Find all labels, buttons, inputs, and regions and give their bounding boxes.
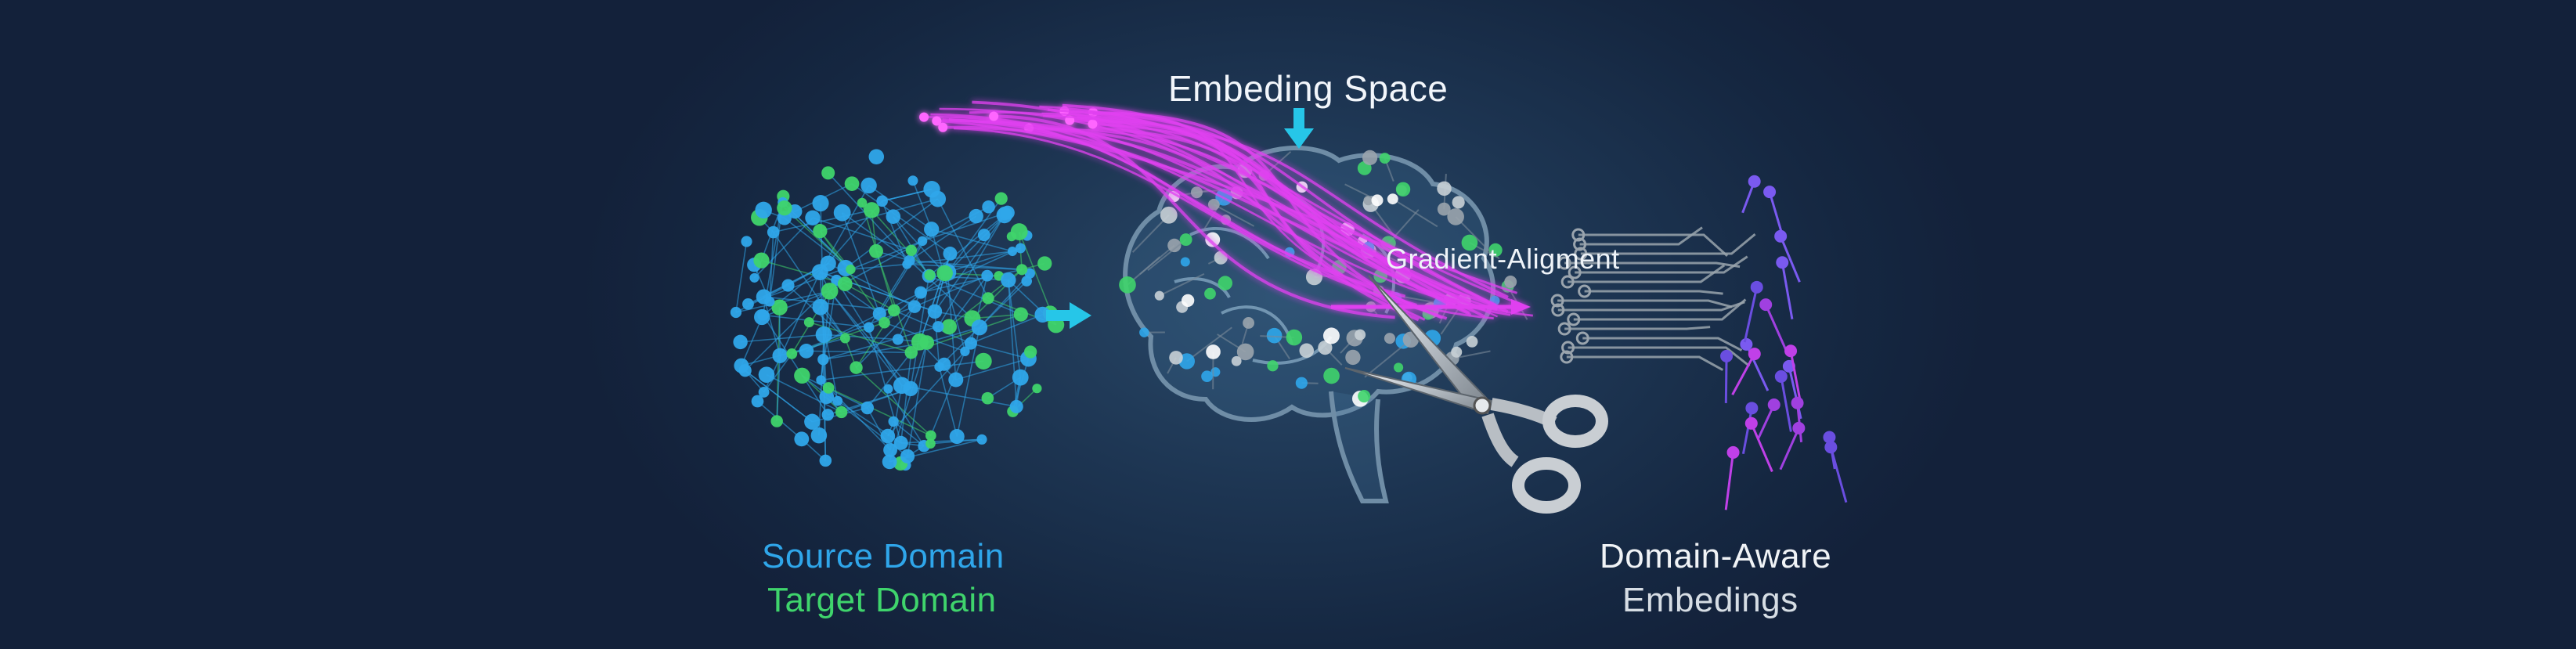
target-domain-label: Target Domain — [767, 581, 997, 619]
domain-aware-label: Domain-Aware — [1600, 537, 1832, 575]
source-target-network — [730, 149, 1065, 471]
arrow-right-icon — [1046, 302, 1091, 329]
scissors-icon — [1344, 275, 1608, 514]
circuit-icon — [1550, 175, 1848, 510]
embedding-space-title: Embeding Space — [1168, 68, 1449, 109]
gradient-streams — [919, 100, 1533, 322]
embeddings-label: Embedings — [1622, 581, 1799, 619]
arrow-down-icon — [1284, 108, 1314, 149]
source-domain-label: Source Domain — [762, 537, 1005, 575]
gradient-alignment-label: Gradient-Aligment — [1386, 243, 1620, 275]
